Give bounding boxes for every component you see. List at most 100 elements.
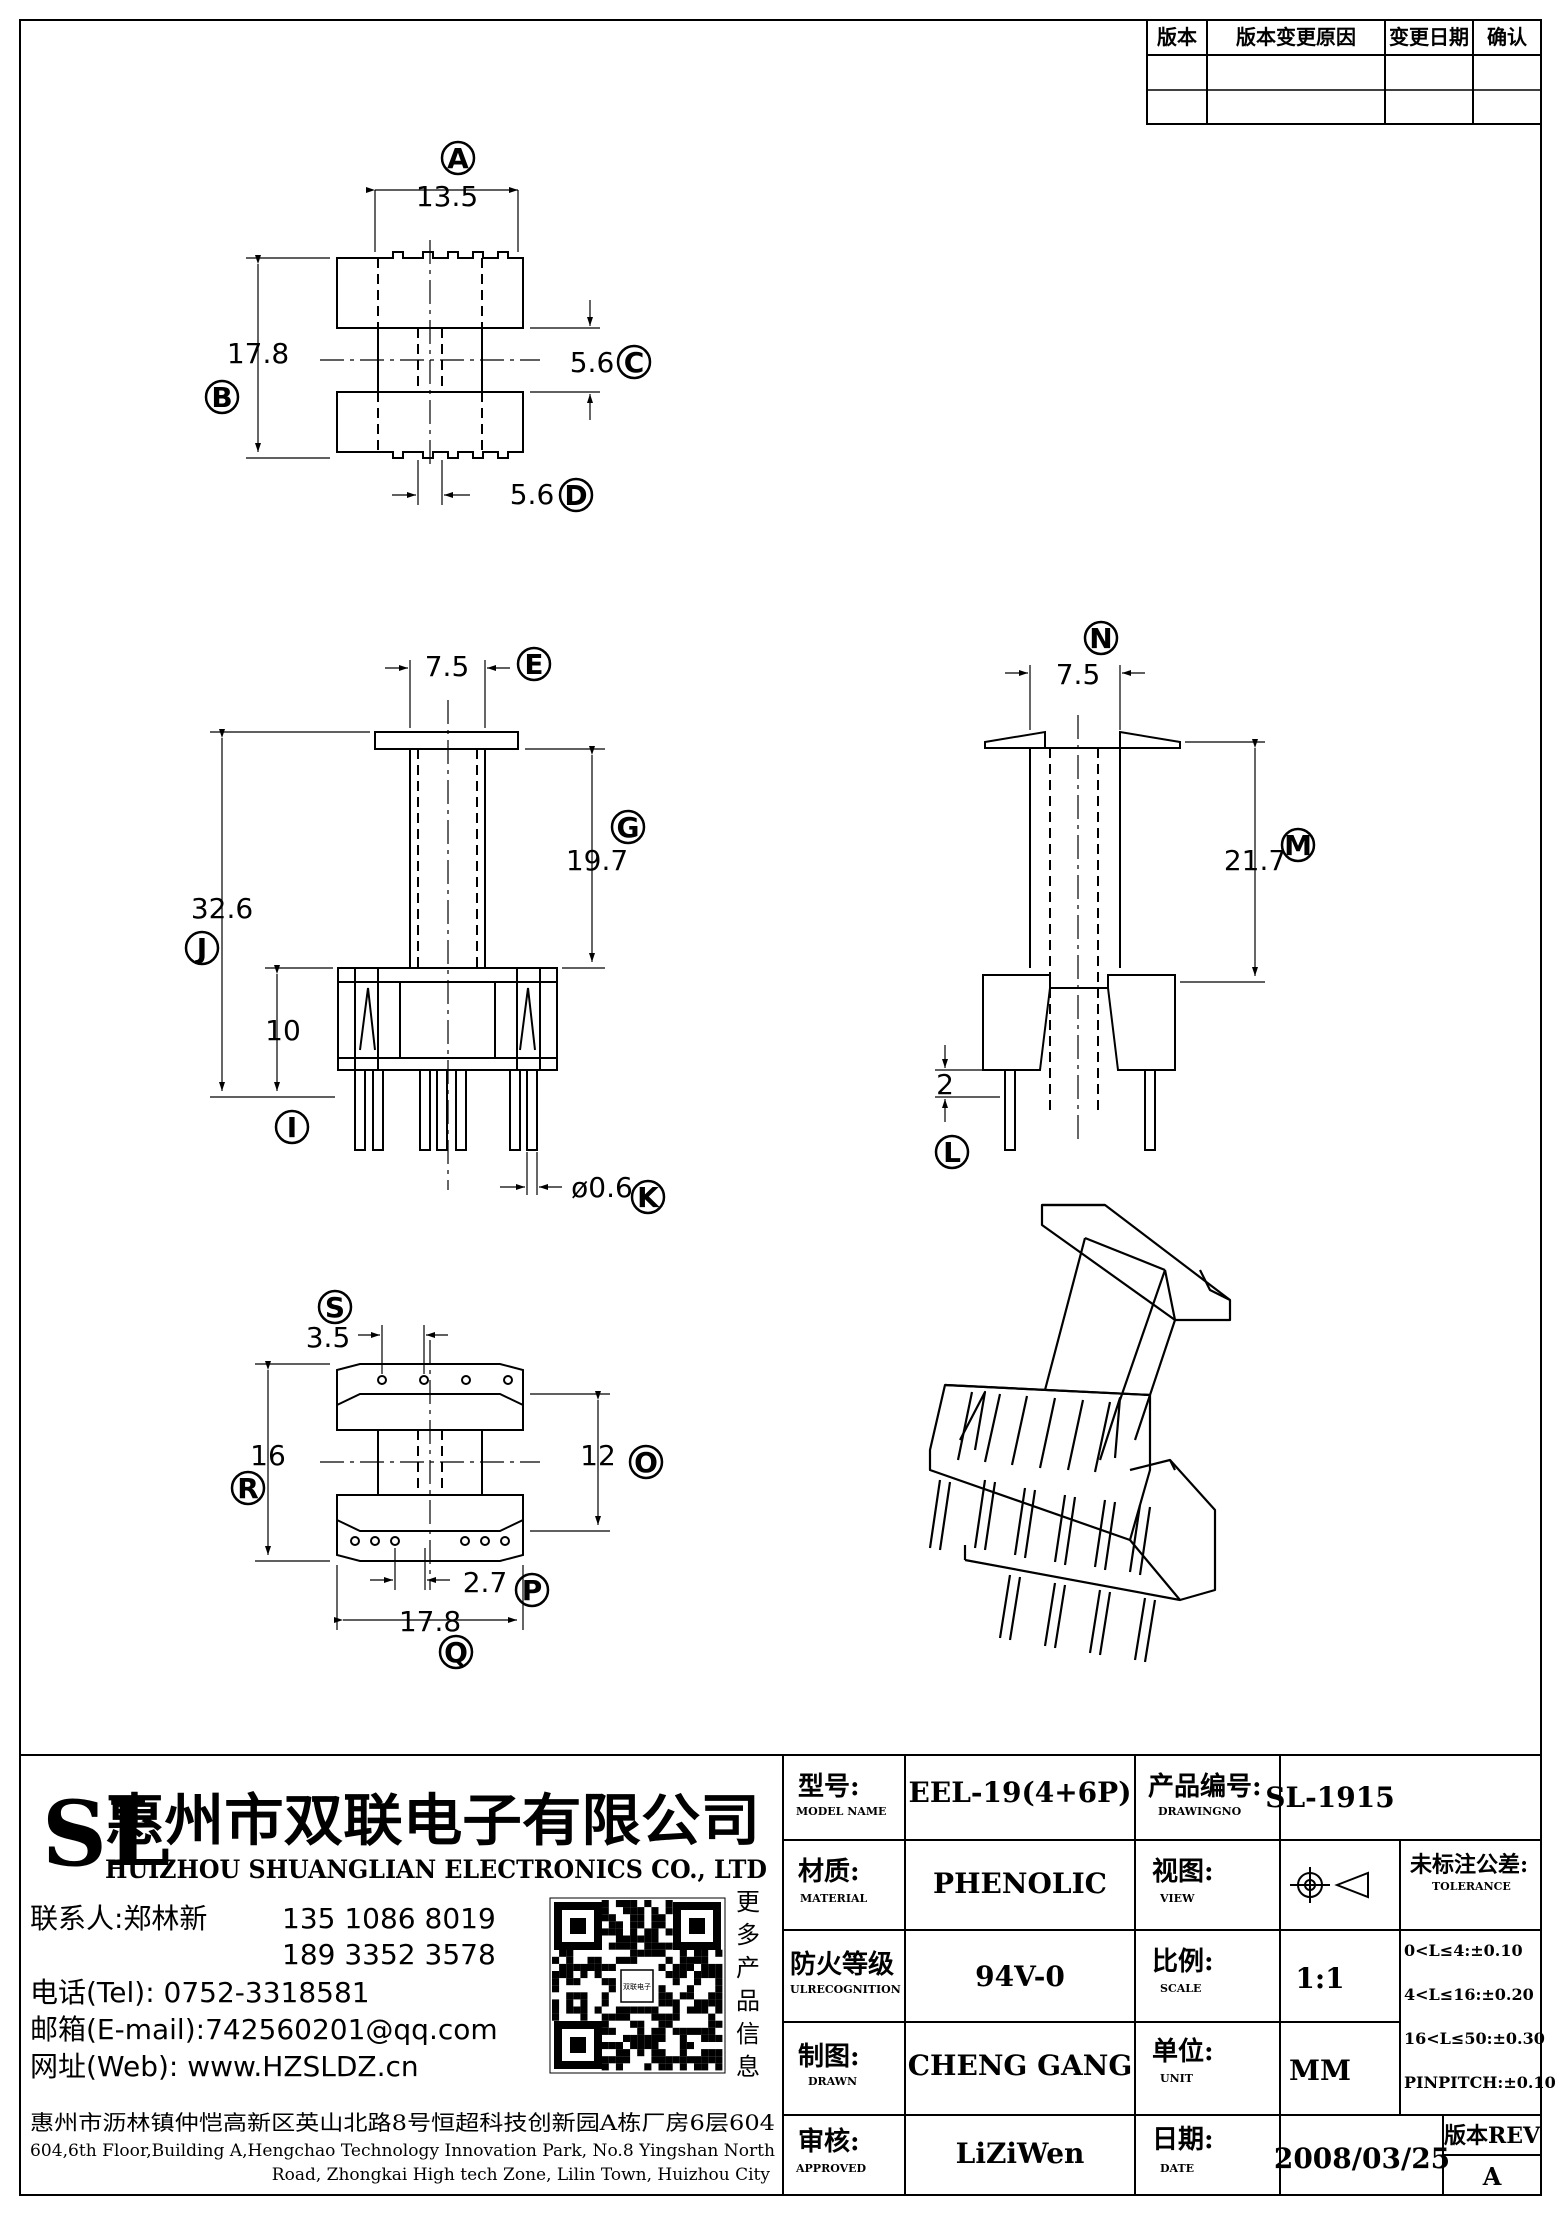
qr-module xyxy=(665,1992,673,2000)
qr-module xyxy=(644,1935,652,1943)
rev-value: A xyxy=(1482,2162,1502,2191)
qr-module xyxy=(658,2063,666,2071)
qr-module xyxy=(587,1963,595,1971)
qr-module xyxy=(594,1971,602,1979)
qr-module xyxy=(615,2056,623,2064)
qr-module xyxy=(651,2027,659,2035)
qr-module xyxy=(679,2027,687,2035)
qr-module xyxy=(552,2013,560,2021)
model-label: 型号: xyxy=(798,1772,860,1802)
qr-module xyxy=(623,1956,631,1964)
qr-module xyxy=(623,1907,631,1915)
qr-module xyxy=(665,1956,673,1964)
qr-module xyxy=(608,1928,616,1936)
address-en-line2: Road, Zhongkai High tech Zone, Lilin Tow… xyxy=(272,2165,771,2185)
qr-module xyxy=(637,1949,645,1957)
qr-module xyxy=(679,2063,687,2071)
qr-module xyxy=(608,2027,616,2035)
company-logo: SL xyxy=(42,1781,170,1887)
qr-module xyxy=(637,1907,645,1915)
qr-module xyxy=(665,2013,673,2021)
qr-module xyxy=(644,1900,652,1908)
qr-module xyxy=(644,2006,652,2014)
qr-module xyxy=(694,1949,702,1957)
tolerance-row-3: 16<L≤50:±0.30 xyxy=(1404,2029,1545,2048)
qr-module xyxy=(686,2042,694,2050)
label-l: L xyxy=(934,1134,970,1170)
qr-module xyxy=(708,2020,716,2028)
qr-module xyxy=(608,1921,616,1929)
qr-module xyxy=(658,1949,666,1957)
qr-module xyxy=(651,2034,659,2042)
qr-module xyxy=(615,2063,623,2071)
qr-module xyxy=(658,2020,666,2028)
qr-module xyxy=(644,2063,652,2071)
tolerance-row-2: 4<L≤16:±0.20 xyxy=(1404,1985,1534,2004)
qr-module xyxy=(686,2006,694,2014)
drawing-no-label-en: DRAWINGNO xyxy=(1158,1805,1242,1818)
qr-module xyxy=(601,1914,609,1922)
qr-module xyxy=(608,1963,616,1971)
qr-module xyxy=(715,2006,723,2014)
qr-module xyxy=(665,1928,673,1936)
qr-module xyxy=(637,2020,645,2028)
qr-module xyxy=(601,1999,609,2007)
qr-module xyxy=(715,1971,723,1979)
qr-module xyxy=(672,2056,680,2064)
dim-p-value: 2.7 xyxy=(463,1566,508,1599)
qr-module xyxy=(694,1971,702,1979)
label-r: R xyxy=(230,1470,266,1506)
qr-module xyxy=(623,2056,631,2064)
label-d: D xyxy=(558,477,594,513)
drawing-no-value: SL-1915 xyxy=(1265,1781,1394,1814)
approved-label: 审核: xyxy=(798,2126,860,2157)
dim-c-value: 5.6 xyxy=(570,346,615,379)
rev-label: 版本REV xyxy=(1444,2123,1541,2149)
qr-module xyxy=(651,1907,659,1915)
model-value: EEL-19(4+6P) xyxy=(909,1776,1132,1809)
dim-j-value: 32.6 xyxy=(191,892,253,925)
qr-module xyxy=(701,2049,709,2057)
qr-module xyxy=(651,2042,659,2050)
qr-module xyxy=(715,1985,723,1993)
qr-module xyxy=(715,2056,723,2064)
qr-module xyxy=(580,1971,588,1979)
qr-module xyxy=(566,1949,574,1957)
qr-module xyxy=(694,1978,702,1986)
tolerance-row-1: 0<L≤4:±0.10 xyxy=(1404,1941,1523,1960)
fire-rating-value: 94V-0 xyxy=(975,1960,1065,1993)
qr-module xyxy=(665,2063,673,2071)
material-value: PHENOLIC xyxy=(933,1867,1107,1900)
qr-module xyxy=(580,2013,588,2021)
svg-text:O: O xyxy=(634,1446,658,1479)
qr-module xyxy=(708,1963,716,1971)
svg-text:N: N xyxy=(1089,622,1112,655)
qr-module xyxy=(665,2056,673,2064)
svg-text:多: 多 xyxy=(736,1921,760,1949)
approved-value: LiZiWen xyxy=(956,2137,1085,2170)
qr-module xyxy=(608,2042,616,2050)
qr-module xyxy=(623,1942,631,1950)
svg-text:R: R xyxy=(237,1472,259,1505)
qr-module xyxy=(679,2049,687,2057)
qr-module xyxy=(686,1963,694,1971)
qr-module xyxy=(630,1928,638,1936)
dim-i-value: 10 xyxy=(265,1014,301,1047)
svg-text:Q: Q xyxy=(444,1636,468,1669)
contact-web: 网址(Web): www.HZSLDZ.cn xyxy=(30,2050,419,2083)
qr-module xyxy=(552,1978,560,1986)
qr-module xyxy=(679,1963,687,1971)
qr-module xyxy=(594,1963,602,1971)
qr-module xyxy=(679,2034,687,2042)
qr-module xyxy=(566,1992,574,2000)
qr-module xyxy=(587,1956,595,1964)
label-j: J xyxy=(184,930,220,966)
qr-module xyxy=(701,1999,709,2007)
label-c: C xyxy=(616,344,652,380)
dim-n-value: 7.5 xyxy=(1056,658,1101,691)
view-label-en: VIEW xyxy=(1159,1892,1195,1905)
drawing-no-label: 产品编号: xyxy=(1148,1771,1262,1802)
qr-module xyxy=(658,1992,666,2000)
qr-module xyxy=(708,1971,716,1979)
